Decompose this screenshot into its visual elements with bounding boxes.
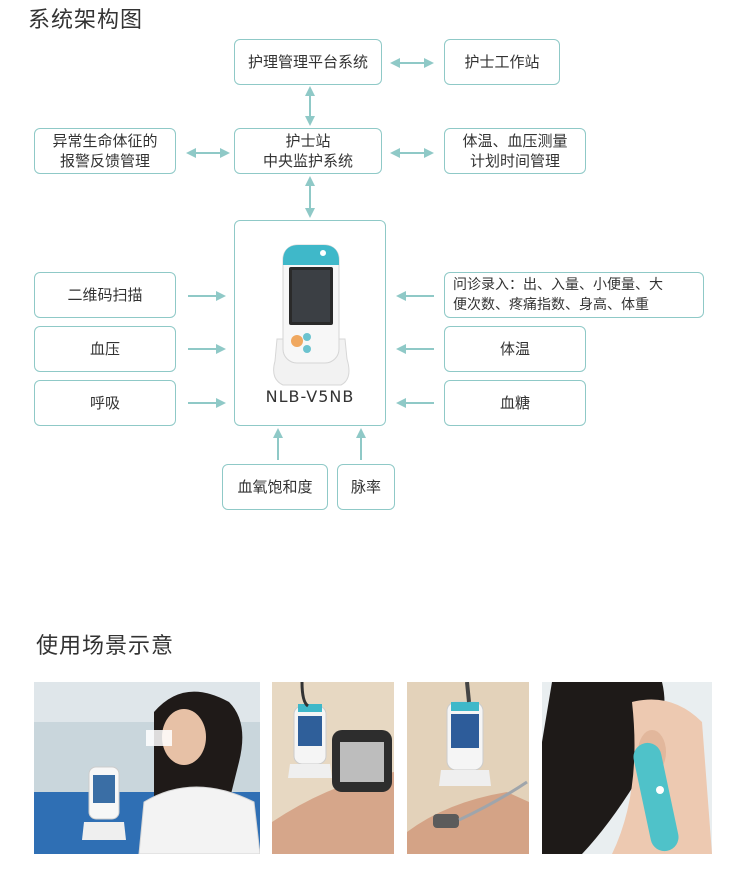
node-alert: 异常生命体征的 报警反馈管理 [34,128,176,174]
node-glucose: 血糖 [444,380,586,426]
node-pulse: 脉率 [337,464,395,510]
node-nurse-workstation: 护士工作站 [444,39,560,85]
scenario-photo-2 [272,682,394,854]
device-illustration [273,244,350,386]
node-qr: 二维码扫描 [34,272,176,318]
node-temp: 体温 [444,326,586,372]
device-model-label: NLB-V5NB [265,387,355,406]
scenario-photo-3 [407,682,529,854]
scenario-photo-1 [34,682,260,854]
node-central: 护士站 中央监护系统 [234,128,382,174]
section-title-architecture: 系统架构图 [28,8,144,33]
node-device: NLB-V5NB [234,220,386,426]
node-schedule: 体温、血压测量 计划时间管理 [444,128,586,174]
section-title-scenarios: 使用场景示意 [36,634,175,659]
node-resp: 呼吸 [34,380,176,426]
node-bp: 血压 [34,326,176,372]
connector-arrows [186,58,434,460]
node-platform: 护理管理平台系统 [234,39,382,85]
scenario-photo-4 [542,682,712,854]
node-spo2: 血氧饱和度 [222,464,328,510]
node-inquiry: 问诊录入：出、入量、小便量、大 便次数、疼痛指数、身高、体重 [444,272,704,318]
